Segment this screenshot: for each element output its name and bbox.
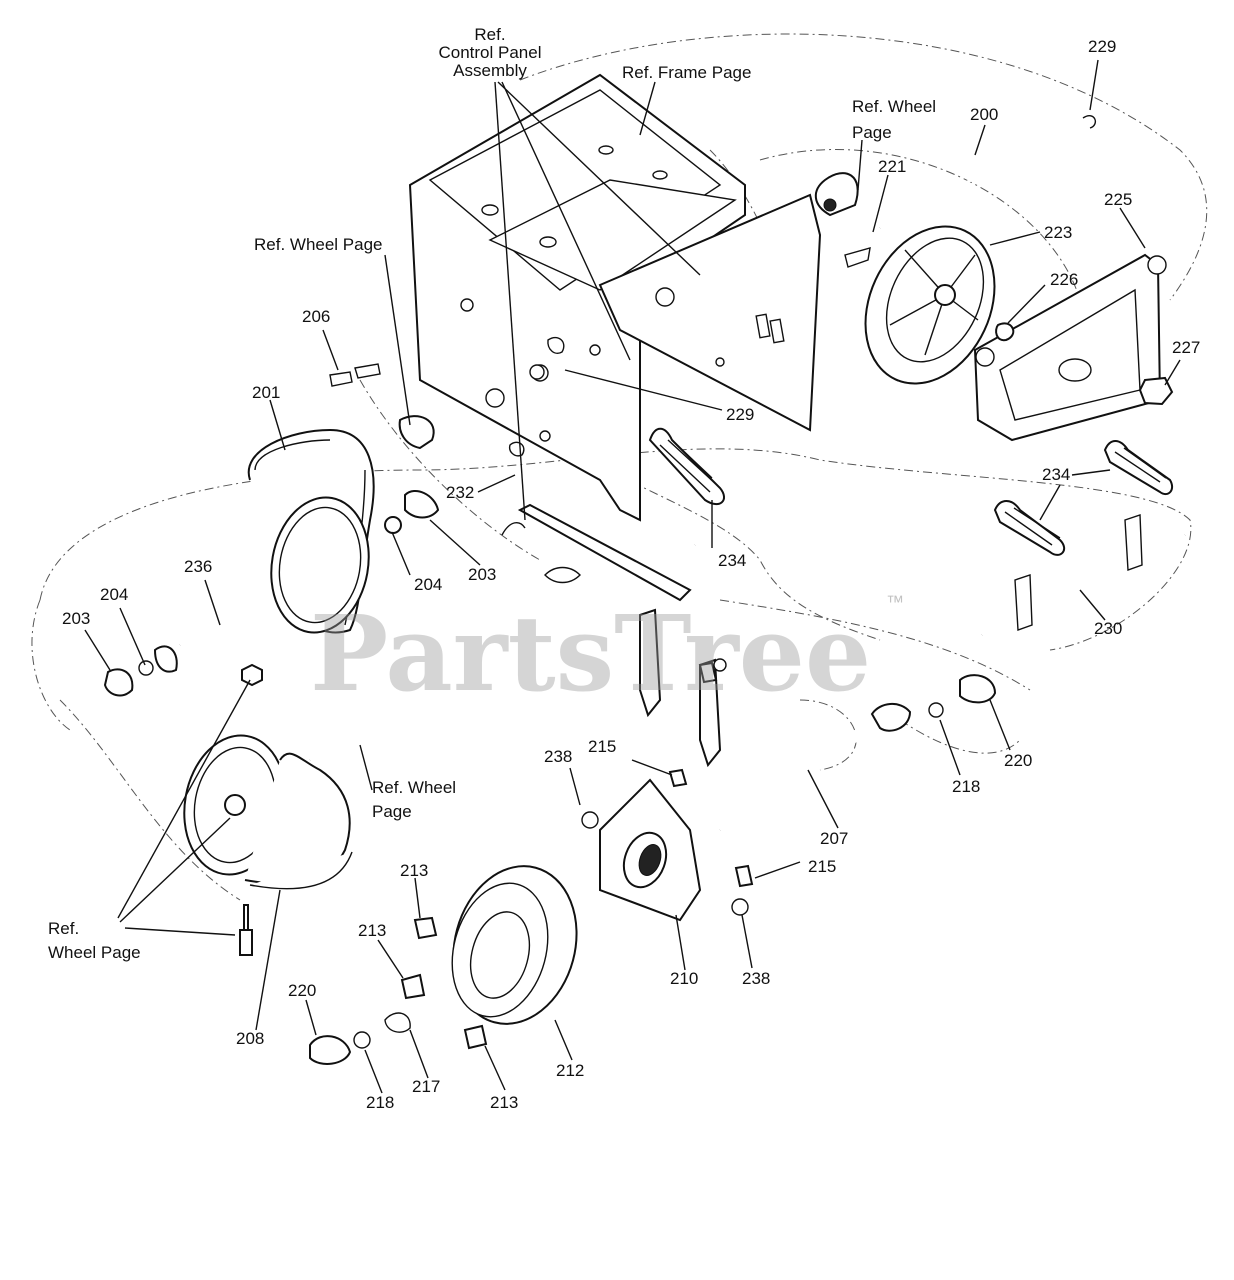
ref-wheel-page-top-right-line1: Ref. Wheel bbox=[852, 97, 936, 116]
part-label-204-left: 204 bbox=[100, 585, 128, 604]
part-label-220-left: 220 bbox=[288, 981, 316, 1000]
part-label-201: 201 bbox=[252, 383, 280, 402]
ref-wheel-page-bottom-left-line2: Wheel Page bbox=[48, 943, 141, 962]
upper-left-sprocket bbox=[103, 336, 565, 697]
lower-left-sprocket bbox=[183, 663, 353, 956]
part-label-207: 207 bbox=[820, 829, 848, 848]
reference-labels: Ref. Control Panel Assembly Ref. Frame P… bbox=[48, 25, 936, 962]
watermark: PartsTree bbox=[310, 592, 871, 715]
part-number-labels: 229 200 221 223 225 226 227 206 201 229 … bbox=[62, 37, 1200, 1112]
part-label-234-center: 234 bbox=[718, 551, 746, 570]
part-label-227: 227 bbox=[1172, 338, 1200, 357]
frame-housing bbox=[408, 73, 822, 522]
part-label-213-c: 213 bbox=[490, 1093, 518, 1112]
part-label-238-top: 238 bbox=[544, 747, 572, 766]
ref-wheel-page-top-right-line2: Page bbox=[852, 123, 892, 142]
part-label-232: 232 bbox=[446, 483, 474, 502]
part-label-220-right: 220 bbox=[1004, 751, 1032, 770]
center-shafts bbox=[179, 503, 727, 768]
part-label-218-right: 218 bbox=[952, 777, 980, 796]
ref-wheel-page-center-line2: Page bbox=[372, 802, 412, 821]
ref-control-panel-line2: Control Panel bbox=[438, 43, 541, 62]
part-label-221: 221 bbox=[878, 157, 906, 176]
part-label-215-right: 215 bbox=[808, 857, 836, 876]
springs bbox=[648, 427, 1174, 556]
part-label-213-b: 213 bbox=[358, 921, 386, 940]
part-label-204-mid: 204 bbox=[414, 575, 442, 594]
ref-frame-page: Ref. Frame Page bbox=[622, 63, 751, 82]
ref-control-panel-line1: Ref. bbox=[474, 25, 505, 44]
ref-wheel-page-left: Ref. Wheel Page bbox=[254, 235, 383, 254]
part-label-234-right: 234 bbox=[1042, 465, 1070, 484]
shaft-230 bbox=[981, 514, 1186, 637]
part-label-225: 225 bbox=[1104, 190, 1132, 209]
part-label-208: 208 bbox=[236, 1029, 264, 1048]
leader-lines bbox=[84, 59, 1181, 1094]
part-label-206: 206 bbox=[302, 307, 330, 326]
part-label-223: 223 bbox=[1044, 223, 1072, 242]
part-label-218-left: 218 bbox=[366, 1093, 394, 1112]
part-label-236: 236 bbox=[184, 557, 212, 576]
part-label-229-mid: 229 bbox=[726, 405, 754, 424]
part-label-217: 217 bbox=[412, 1077, 440, 1096]
part-label-210: 210 bbox=[670, 969, 698, 988]
part-label-238-bottom: 238 bbox=[742, 969, 770, 988]
upper-right-assembly bbox=[814, 115, 1174, 442]
ref-wheel-page-center-line1: Ref. Wheel bbox=[372, 778, 456, 797]
part-label-215-top: 215 bbox=[588, 737, 616, 756]
part-label-226: 226 bbox=[1050, 270, 1078, 289]
part-label-230: 230 bbox=[1094, 619, 1122, 638]
part-label-212: 212 bbox=[556, 1061, 584, 1080]
part-label-203-mid: 203 bbox=[468, 565, 496, 584]
watermark-trademark: ™ bbox=[886, 592, 904, 612]
part-label-203-left: 203 bbox=[62, 609, 90, 628]
part-label-213-a: 213 bbox=[400, 861, 428, 880]
part-label-200: 200 bbox=[970, 105, 998, 124]
part-label-229-top: 229 bbox=[1088, 37, 1116, 56]
drive-assembly bbox=[309, 661, 997, 1065]
ref-wheel-page-bottom-left-line1: Ref. bbox=[48, 919, 79, 938]
ref-control-panel-line3: Assembly bbox=[453, 61, 527, 80]
